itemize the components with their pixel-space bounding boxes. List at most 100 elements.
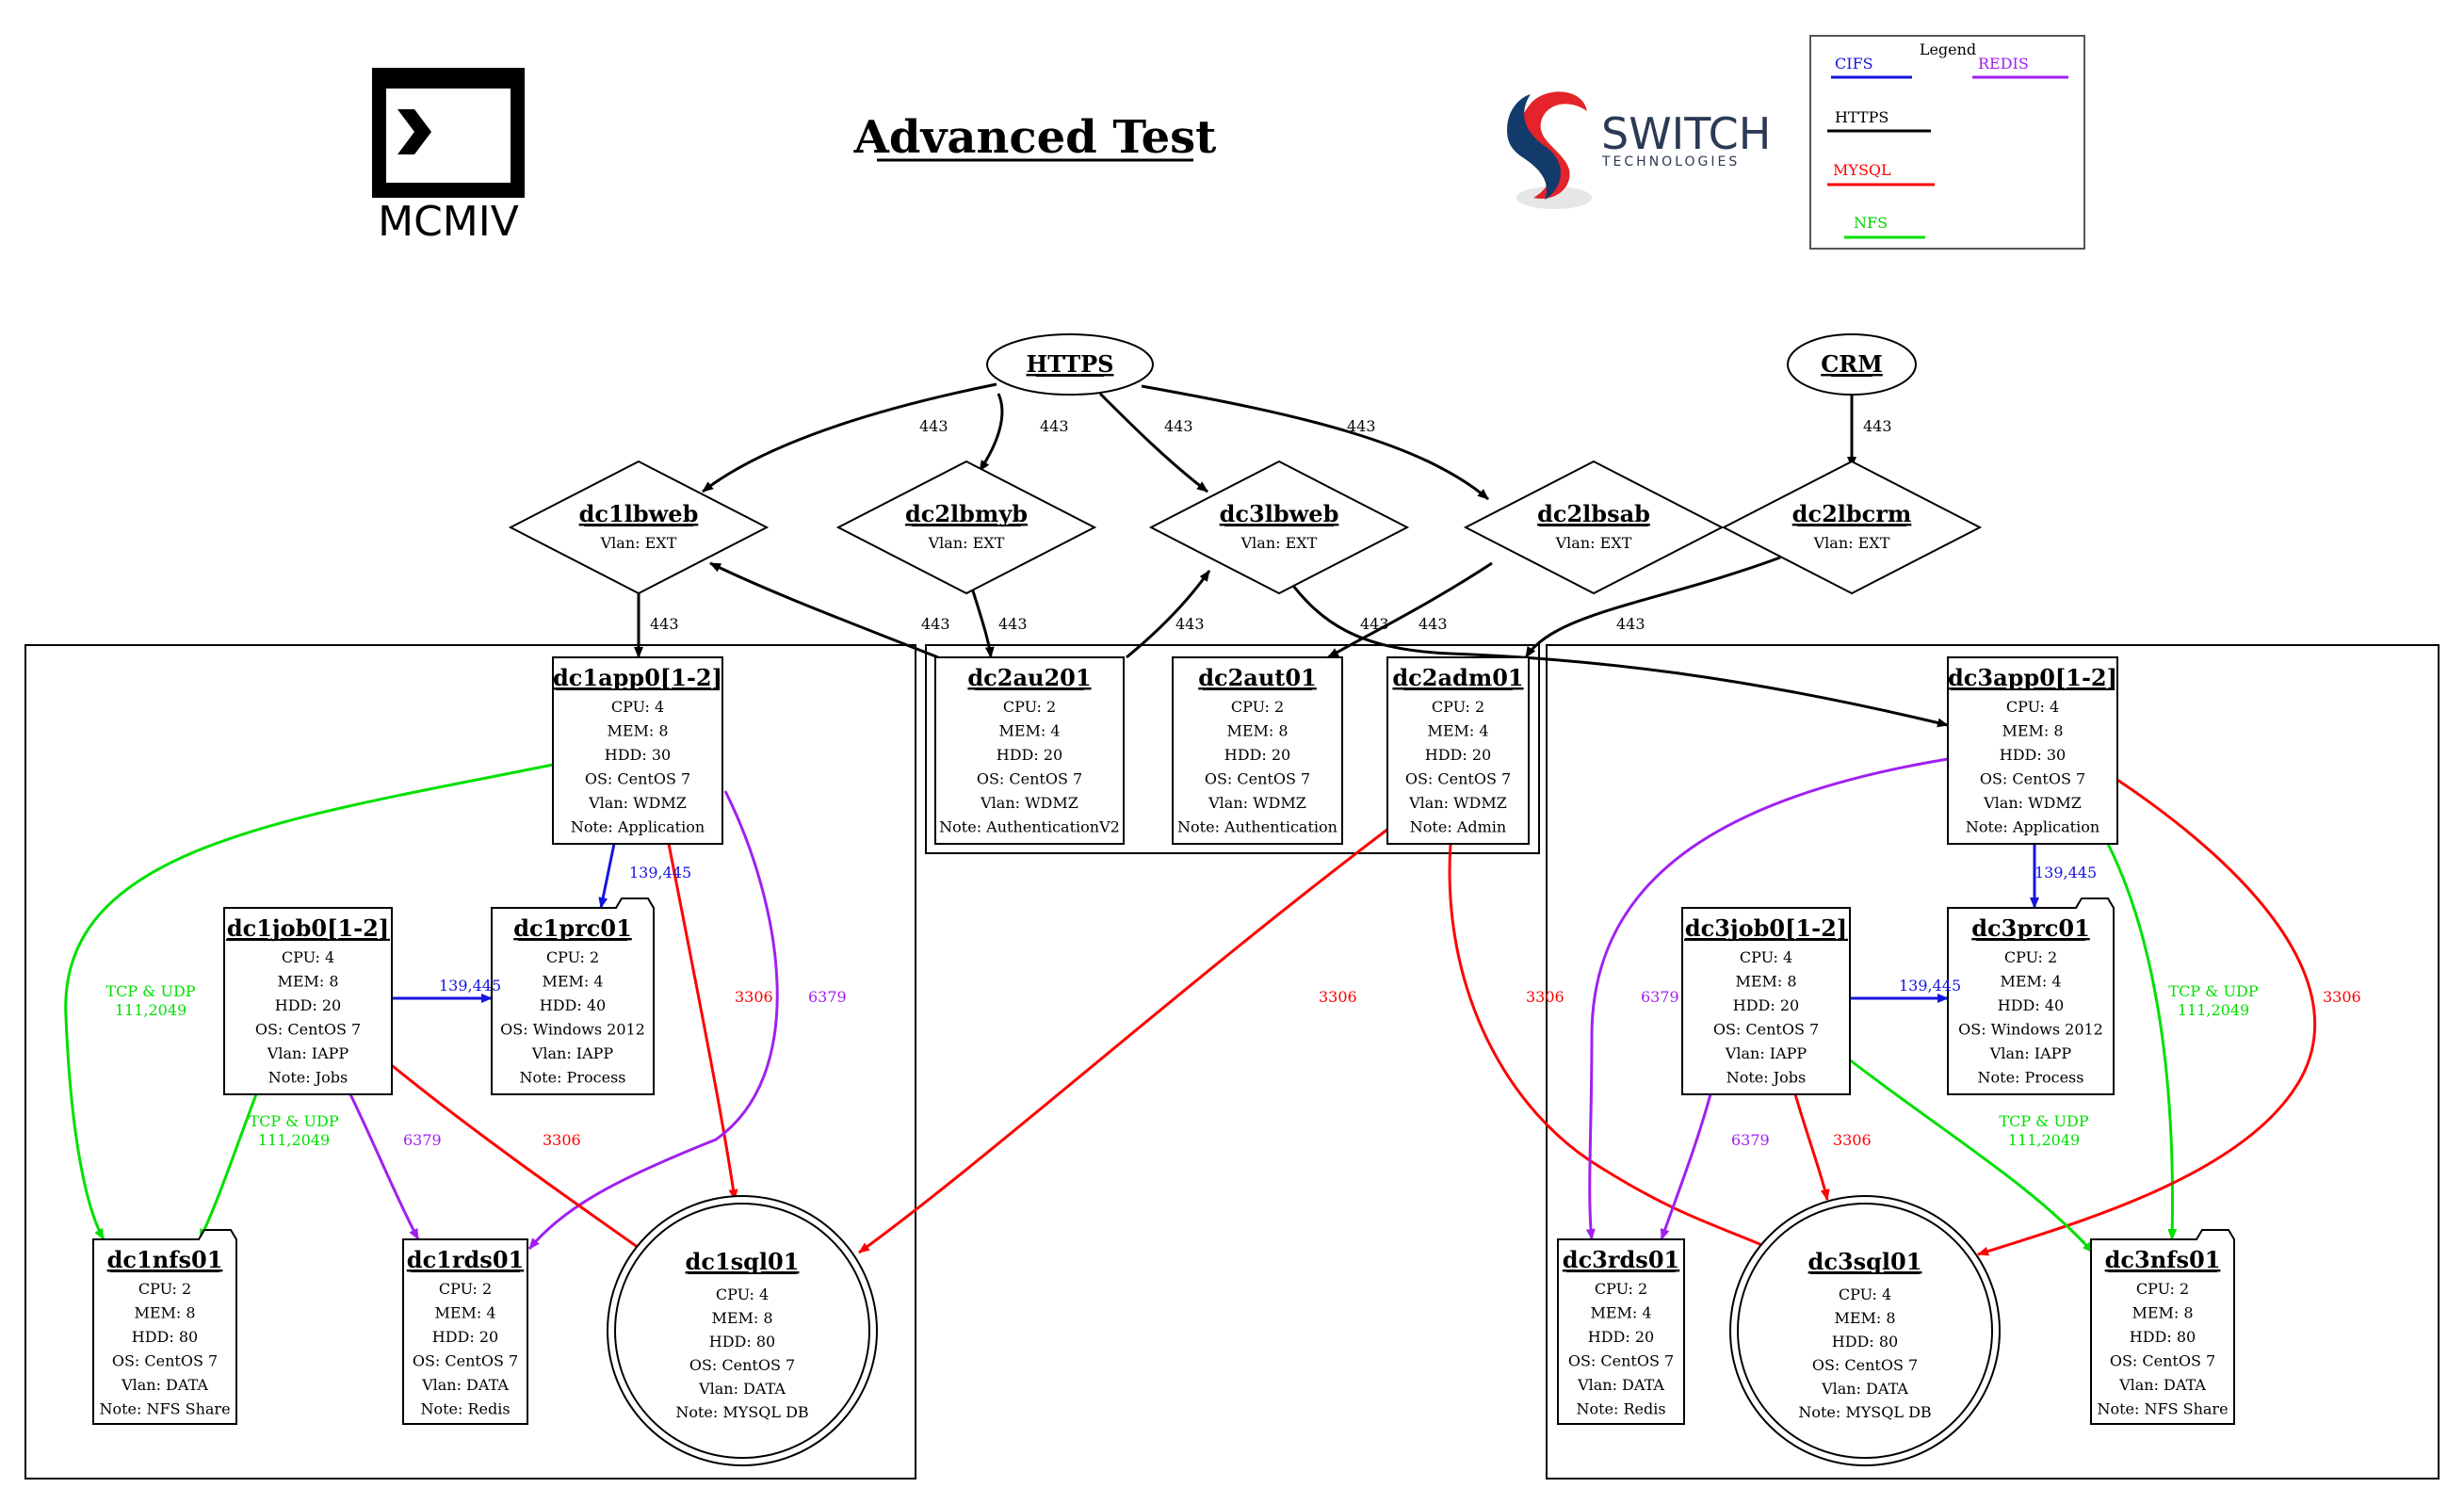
edge-label: 139,445	[1899, 977, 1961, 995]
node-attribute: MEM: 4	[2000, 973, 2061, 991]
edge-label: 443	[921, 615, 950, 633]
edge-label: 443	[1418, 615, 1448, 633]
edge-label: 111,2049	[2178, 1001, 2249, 1019]
node-attribute: Vlan: WDMZ	[588, 794, 687, 812]
node-title: dc2lbcrm	[1792, 500, 1912, 527]
node-title: dc2au201	[967, 664, 1091, 691]
node-attribute: HDD: 20	[1425, 746, 1491, 764]
node-attribute: Vlan: DATA	[421, 1376, 509, 1394]
legend-label-nfs: NFS	[1854, 214, 1888, 232]
edge-dc2au201-to-dc1lbweb	[709, 561, 939, 659]
node-shape	[1463, 460, 1725, 595]
node-attribute: HDD: 30	[605, 746, 671, 764]
node-attribute: CPU: 2	[2136, 1280, 2189, 1298]
node-attribute: HDD: 80	[1832, 1333, 1898, 1350]
node-attribute: HDD: 20	[432, 1328, 498, 1346]
node-attribute: CPU: 2	[1003, 698, 1056, 716]
edge-dc2lbmyb-to-dc2au201	[968, 581, 995, 658]
node-attribute: CPU: 2	[1595, 1280, 1647, 1298]
node-attribute: MEM: 8	[277, 973, 338, 991]
node-attribute: HDD: 80	[132, 1328, 198, 1346]
node-attribute: OS: CentOS 7	[1713, 1021, 1819, 1039]
node-title: dc2lbsab	[1537, 500, 1650, 527]
node-attribute: Note: Application	[1966, 818, 2099, 836]
node-shape	[1787, 333, 1917, 396]
node-shape-outer	[607, 1195, 878, 1466]
node-attribute: MEM: 8	[1834, 1309, 1895, 1327]
node-attribute: MEM: 4	[434, 1304, 495, 1322]
node-attribute: Vlan: DATA	[1821, 1380, 1908, 1398]
node-shape-inner	[614, 1203, 870, 1459]
node-shape-outer	[1729, 1195, 2001, 1466]
chevron-right-icon	[397, 109, 431, 154]
node-title: dc3nfs01	[2105, 1246, 2221, 1273]
node-attribute: HDD: 80	[2130, 1328, 2196, 1346]
node-attribute: MEM: 8	[1735, 973, 1796, 991]
node-attribute: HDD: 20	[275, 996, 341, 1014]
edge-label: 6379	[1731, 1131, 1770, 1149]
edge-label: 443	[1164, 417, 1193, 435]
node-title: dc1sql01	[686, 1248, 800, 1275]
edge-dc1app-to-dc1sql01	[667, 843, 738, 1201]
edge-label: 443	[919, 417, 948, 435]
node-attribute: Vlan: IAPP	[267, 1044, 349, 1062]
node-attribute: CPU: 2	[1432, 698, 1484, 716]
node-attribute: HDD: 20	[1224, 746, 1290, 764]
node-attribute: HDD: 40	[540, 996, 606, 1014]
node-attribute: OS: CentOS 7	[1205, 770, 1310, 788]
node-attribute: OS: CentOS 7	[413, 1352, 518, 1370]
node-title: dc3rds01	[1563, 1246, 1679, 1273]
node-attribute: CPU: 2	[138, 1280, 191, 1298]
edge-dc3app-to-dc3rds01	[1585, 757, 1949, 1240]
node-https[interactable]: HTTPS	[986, 333, 1154, 396]
node-attribute: Vlan: EXT	[1555, 534, 1632, 552]
node-attribute: HDD: 20	[1588, 1328, 1654, 1346]
node-title: HTTPS	[1027, 350, 1114, 378]
node-title: dc3app0[1-2]	[1948, 664, 2117, 691]
node-shape	[2090, 1229, 2235, 1425]
node-attribute: Vlan: EXT	[928, 534, 1005, 552]
node-attribute: OS: Windows 2012	[1958, 1021, 2103, 1039]
legend-label-mysql: MYSQL	[1833, 161, 1891, 179]
edge-label: TCP & UDP	[2168, 982, 2258, 1000]
node-shape	[835, 460, 1097, 595]
edge-dc3job-to-dc3sql01	[1793, 1093, 1830, 1201]
node-attribute: Vlan: WDMZ	[980, 794, 1078, 812]
node-title: dc1lbweb	[579, 500, 699, 527]
node-crm[interactable]: CRM	[1787, 333, 1917, 396]
node-title: CRM	[1821, 350, 1883, 378]
edge-label: TCP & UDP	[249, 1112, 338, 1130]
edge-https-to-dc1lbweb	[702, 382, 997, 493]
node-attribute: MEM: 8	[2132, 1304, 2193, 1322]
edge-label: 443	[1360, 615, 1389, 633]
node-attribute: Note: Redis	[420, 1400, 510, 1418]
node-attribute: CPU: 4	[282, 948, 334, 966]
node-attribute: Vlan: DATA	[698, 1380, 786, 1398]
node-attribute: CPU: 4	[1740, 948, 1792, 966]
node-attribute: Vlan: EXT	[1240, 534, 1318, 552]
edge-label: 139,445	[629, 864, 691, 881]
node-attribute: OS: Windows 2012	[500, 1021, 645, 1039]
node-attribute: Note: AuthenticationV2	[939, 818, 1120, 836]
